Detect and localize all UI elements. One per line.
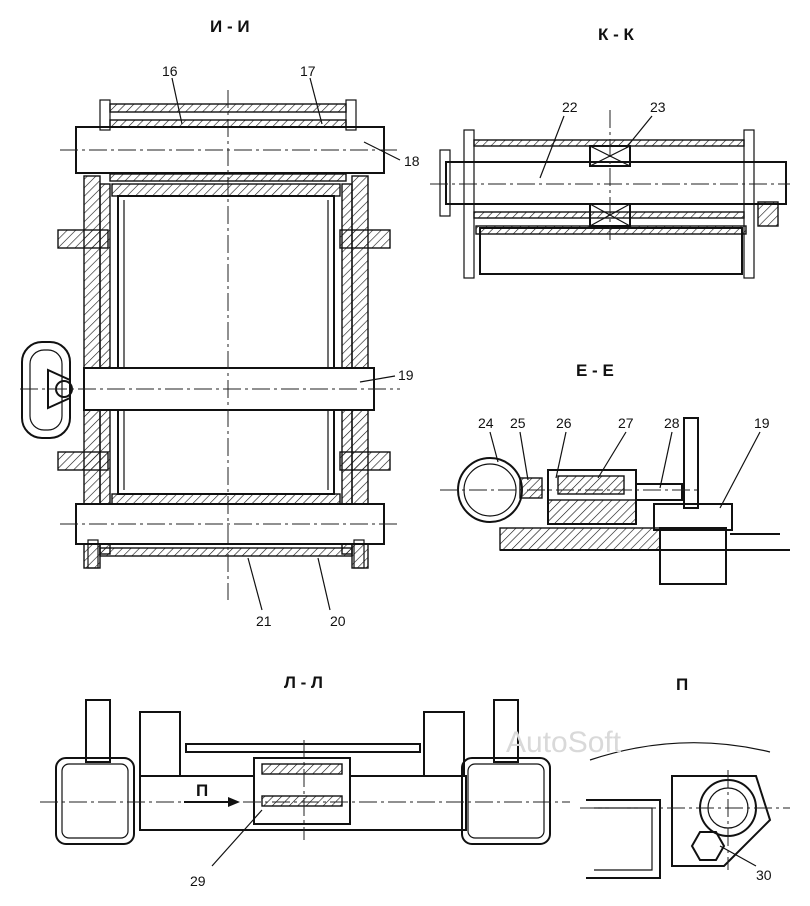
callout-19-ee: 19 <box>754 415 770 431</box>
section-kk-view <box>430 110 790 279</box>
view-p-detail <box>580 742 790 879</box>
callout-17: 17 <box>300 63 316 79</box>
view-arrow-label: П <box>196 781 208 800</box>
callout-20: 20 <box>330 613 346 629</box>
section-title-ee: Е - Е <box>576 361 614 380</box>
callout-24: 24 <box>478 415 494 431</box>
callout-26: 26 <box>556 415 572 431</box>
callout-29: 29 <box>190 873 206 889</box>
callout-22: 22 <box>562 99 578 115</box>
callout-21: 21 <box>256 613 272 629</box>
callout-19: 19 <box>398 367 414 383</box>
callout-18: 18 <box>404 153 420 169</box>
watermark-text: AutoSoft <box>506 726 622 759</box>
section-ee-view <box>440 417 790 585</box>
callout-25: 25 <box>510 415 526 431</box>
callout-27: 27 <box>618 415 634 431</box>
section-title-ll: Л - Л <box>284 673 323 692</box>
callout-23: 23 <box>650 99 666 115</box>
callout-30: 30 <box>756 867 772 883</box>
section-ii-view <box>20 77 401 611</box>
callout-28: 28 <box>664 415 680 431</box>
section-ll-view <box>40 699 570 867</box>
callout-16: 16 <box>162 63 178 79</box>
section-title-p: П <box>676 675 688 694</box>
section-title-ii: И - И <box>210 17 250 36</box>
section-title-kk: К - К <box>598 25 634 44</box>
